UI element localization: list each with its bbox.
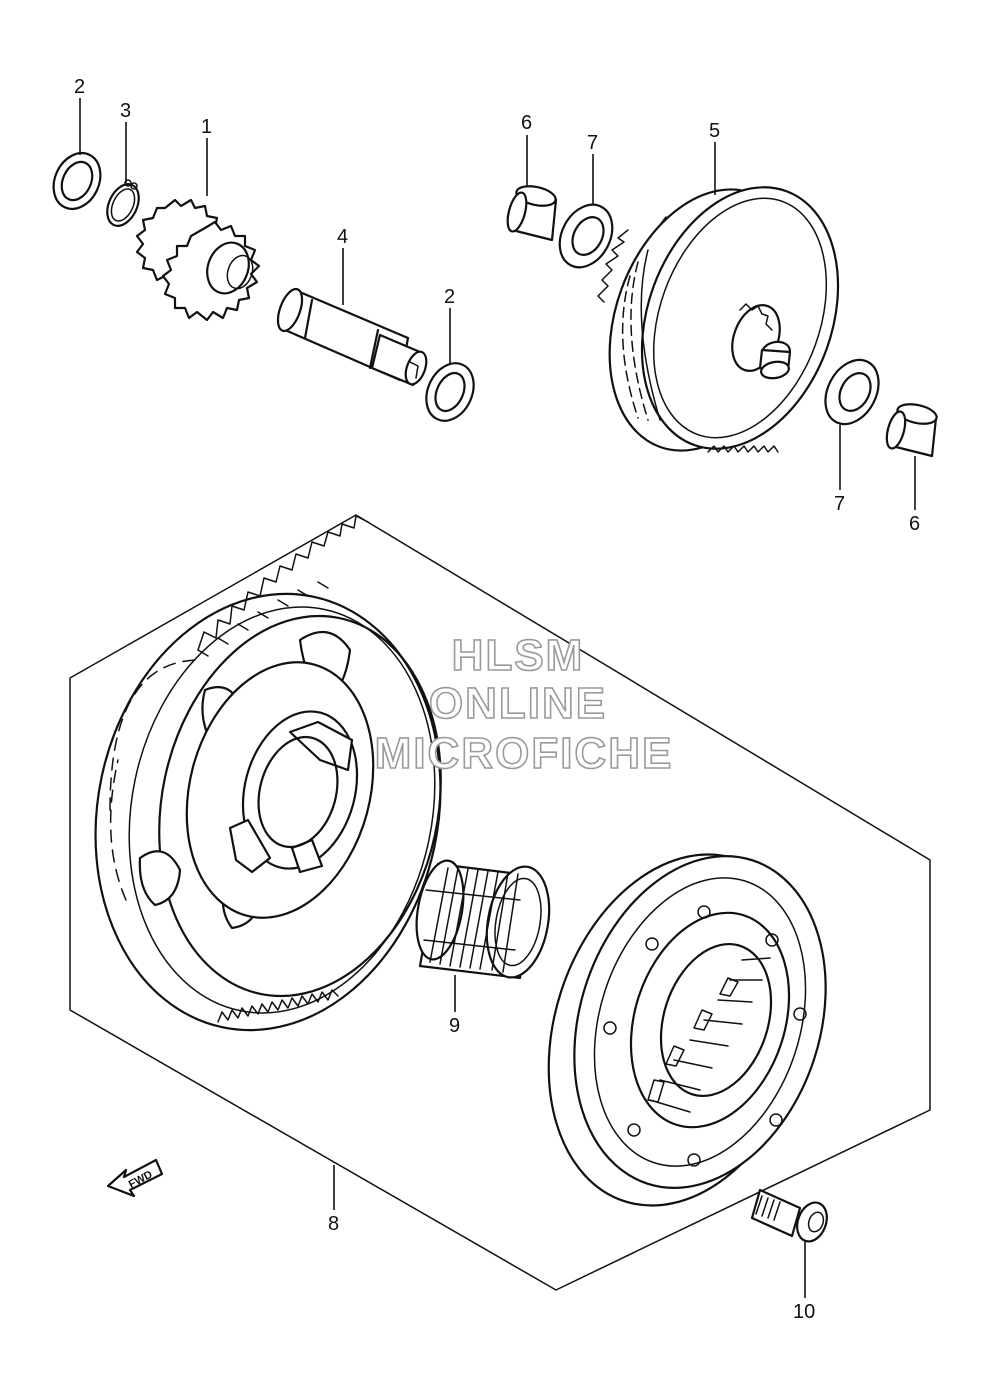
part-5-idle-gear[interactable] (575, 160, 872, 478)
leader-lines (79, 98, 916, 1298)
fwd-label: FWD (127, 1168, 155, 1190)
watermark: HLSM ONLINE MICROFICHE (374, 630, 674, 779)
callout-5: 5 (709, 120, 720, 142)
callout-numbers: 2 3 1 4 2 6 7 5 7 6 8 9 10 (74, 76, 920, 1323)
part-6-bush-top[interactable] (504, 183, 558, 242)
callout-6-top: 6 (521, 112, 532, 134)
part-8-one-way-clutch[interactable] (505, 820, 866, 1240)
assembly-8-boundary (69, 514, 931, 1291)
callout-7-top: 7 (587, 132, 598, 154)
part-7-washer-top[interactable] (549, 196, 622, 277)
part-8-starter-clutch-gear[interactable] (56, 515, 480, 1063)
callout-1: 1 (201, 116, 212, 138)
part-9-needle-bearing[interactable] (410, 857, 558, 982)
part-7-washer-bottom[interactable] (815, 351, 889, 434)
part-1-pinion-gear[interactable] (135, 198, 261, 322)
callout-8: 8 (328, 1213, 339, 1235)
watermark-line-3: MICROFICHE (375, 729, 674, 778)
part-10-bolt[interactable] (750, 1188, 832, 1246)
part-2-washer-left[interactable] (45, 145, 109, 216)
part-6-bush-bottom[interactable] (883, 401, 938, 458)
watermark-line-2: ONLINE (429, 679, 607, 728)
watermark-line-1: HLSM (452, 631, 585, 680)
callout-2-right: 2 (444, 286, 455, 308)
fwd-arrow-icon: FWD (106, 1158, 164, 1198)
part-2-washer-right[interactable] (417, 356, 482, 429)
callout-2-left: 2 (74, 76, 85, 98)
callout-3: 3 (120, 100, 131, 122)
callout-4: 4 (337, 226, 348, 248)
part-3-circlip[interactable] (101, 179, 145, 231)
callout-7-bottom: 7 (834, 493, 845, 515)
callout-10: 10 (793, 1301, 815, 1323)
callout-9: 9 (449, 1015, 460, 1037)
callout-6-bottom: 6 (909, 513, 920, 535)
part-4-shaft[interactable] (273, 286, 430, 387)
